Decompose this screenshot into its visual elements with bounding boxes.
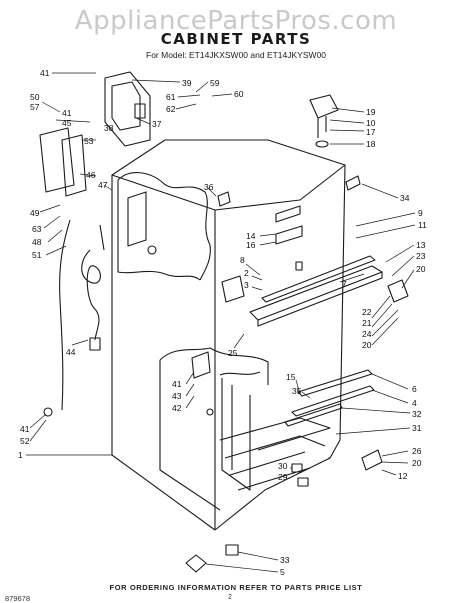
power-cord [59, 219, 105, 411]
callout-26: 26 [412, 446, 422, 456]
ordering-note: FOR ORDERING INFORMATION REFER TO PARTS … [109, 583, 363, 592]
callout-43: 43 [172, 391, 182, 401]
callout-17: 17 [366, 127, 376, 137]
callout-57: 57 [30, 102, 40, 112]
callout-20: 20 [412, 458, 422, 468]
callout-53: 53 [84, 136, 94, 146]
callout-63: 63 [32, 224, 42, 234]
callout-31: 31 [412, 423, 422, 433]
callout-49: 49 [30, 208, 40, 218]
callout-51: 51 [32, 250, 42, 260]
callout-30: 30 [278, 461, 288, 471]
callout-5: 5 [280, 567, 285, 577]
callout-47: 47 [98, 180, 108, 190]
callout-42: 42 [172, 403, 182, 413]
callout-48: 48 [32, 237, 42, 247]
callout-41: 41 [40, 68, 50, 78]
callout-36: 36 [204, 182, 214, 192]
page-number: 2 [228, 594, 232, 601]
callout-39: 39 [182, 78, 192, 88]
callout-12: 12 [398, 471, 408, 481]
callout-11: 11 [418, 220, 427, 230]
callout-6: 6 [412, 384, 417, 394]
callout-21: 21 [362, 318, 372, 328]
callout-33: 33 [280, 555, 290, 565]
callout-24: 24 [362, 329, 372, 339]
callout-14: 14 [246, 231, 256, 241]
callout-41: 41 [62, 108, 72, 118]
callout-19: 19 [366, 107, 376, 117]
callout-34: 34 [400, 193, 410, 203]
callout-18: 18 [366, 139, 376, 149]
callout-20: 20 [416, 264, 426, 274]
callout-3: 3 [244, 280, 249, 290]
callout-38: 38 [104, 123, 114, 133]
callout-22: 22 [362, 307, 372, 317]
callout-44: 44 [66, 347, 76, 357]
callout-4: 4 [412, 398, 417, 408]
callout-9: 9 [418, 208, 423, 218]
callout-16: 16 [246, 240, 256, 250]
callout-8: 8 [240, 255, 245, 265]
callout-41: 41 [20, 424, 30, 434]
watermark: AppliancePartsPros.com [74, 6, 398, 36]
callout-2: 2 [244, 268, 249, 278]
cabinet-shell [111, 139, 346, 531]
callout-50: 50 [30, 92, 40, 102]
callout-20: 20 [362, 340, 372, 350]
callout-labels: 41 39 59 61 60 62 50 57 41 45 38 37 53 4… [18, 68, 427, 577]
callout-23: 23 [416, 251, 426, 261]
callout-29: 29 [278, 472, 288, 482]
callout-62: 62 [166, 104, 176, 114]
callout-25: 25 [228, 348, 238, 358]
callout-7: 7 [342, 279, 347, 289]
callout-37: 37 [152, 119, 162, 129]
callout-59: 59 [210, 78, 220, 88]
callout-35: 35 [292, 386, 302, 396]
callout-10: 10 [366, 118, 376, 128]
callout-52: 52 [20, 436, 30, 446]
callout-13: 13 [416, 240, 426, 250]
callout-60: 60 [234, 89, 244, 99]
page-title: CABINET PARTS [160, 30, 312, 48]
upper-rails [249, 255, 383, 327]
callout-32: 32 [412, 409, 422, 419]
document-number: 879678 [5, 594, 31, 603]
callout-45: 45 [62, 118, 72, 128]
misc-hardware [43, 191, 303, 417]
model-subtitle: For Model: ET14JKXSW00 and ET14JKYSW00 [146, 50, 326, 60]
callout-15: 15 [286, 372, 296, 382]
callout-1: 1 [18, 450, 23, 460]
leader-lines [26, 72, 416, 573]
callout-41: 41 [172, 379, 182, 389]
control-housing [39, 71, 151, 197]
callout-46: 46 [86, 170, 96, 180]
lower-rails [284, 369, 375, 427]
callout-61: 61 [166, 92, 176, 102]
